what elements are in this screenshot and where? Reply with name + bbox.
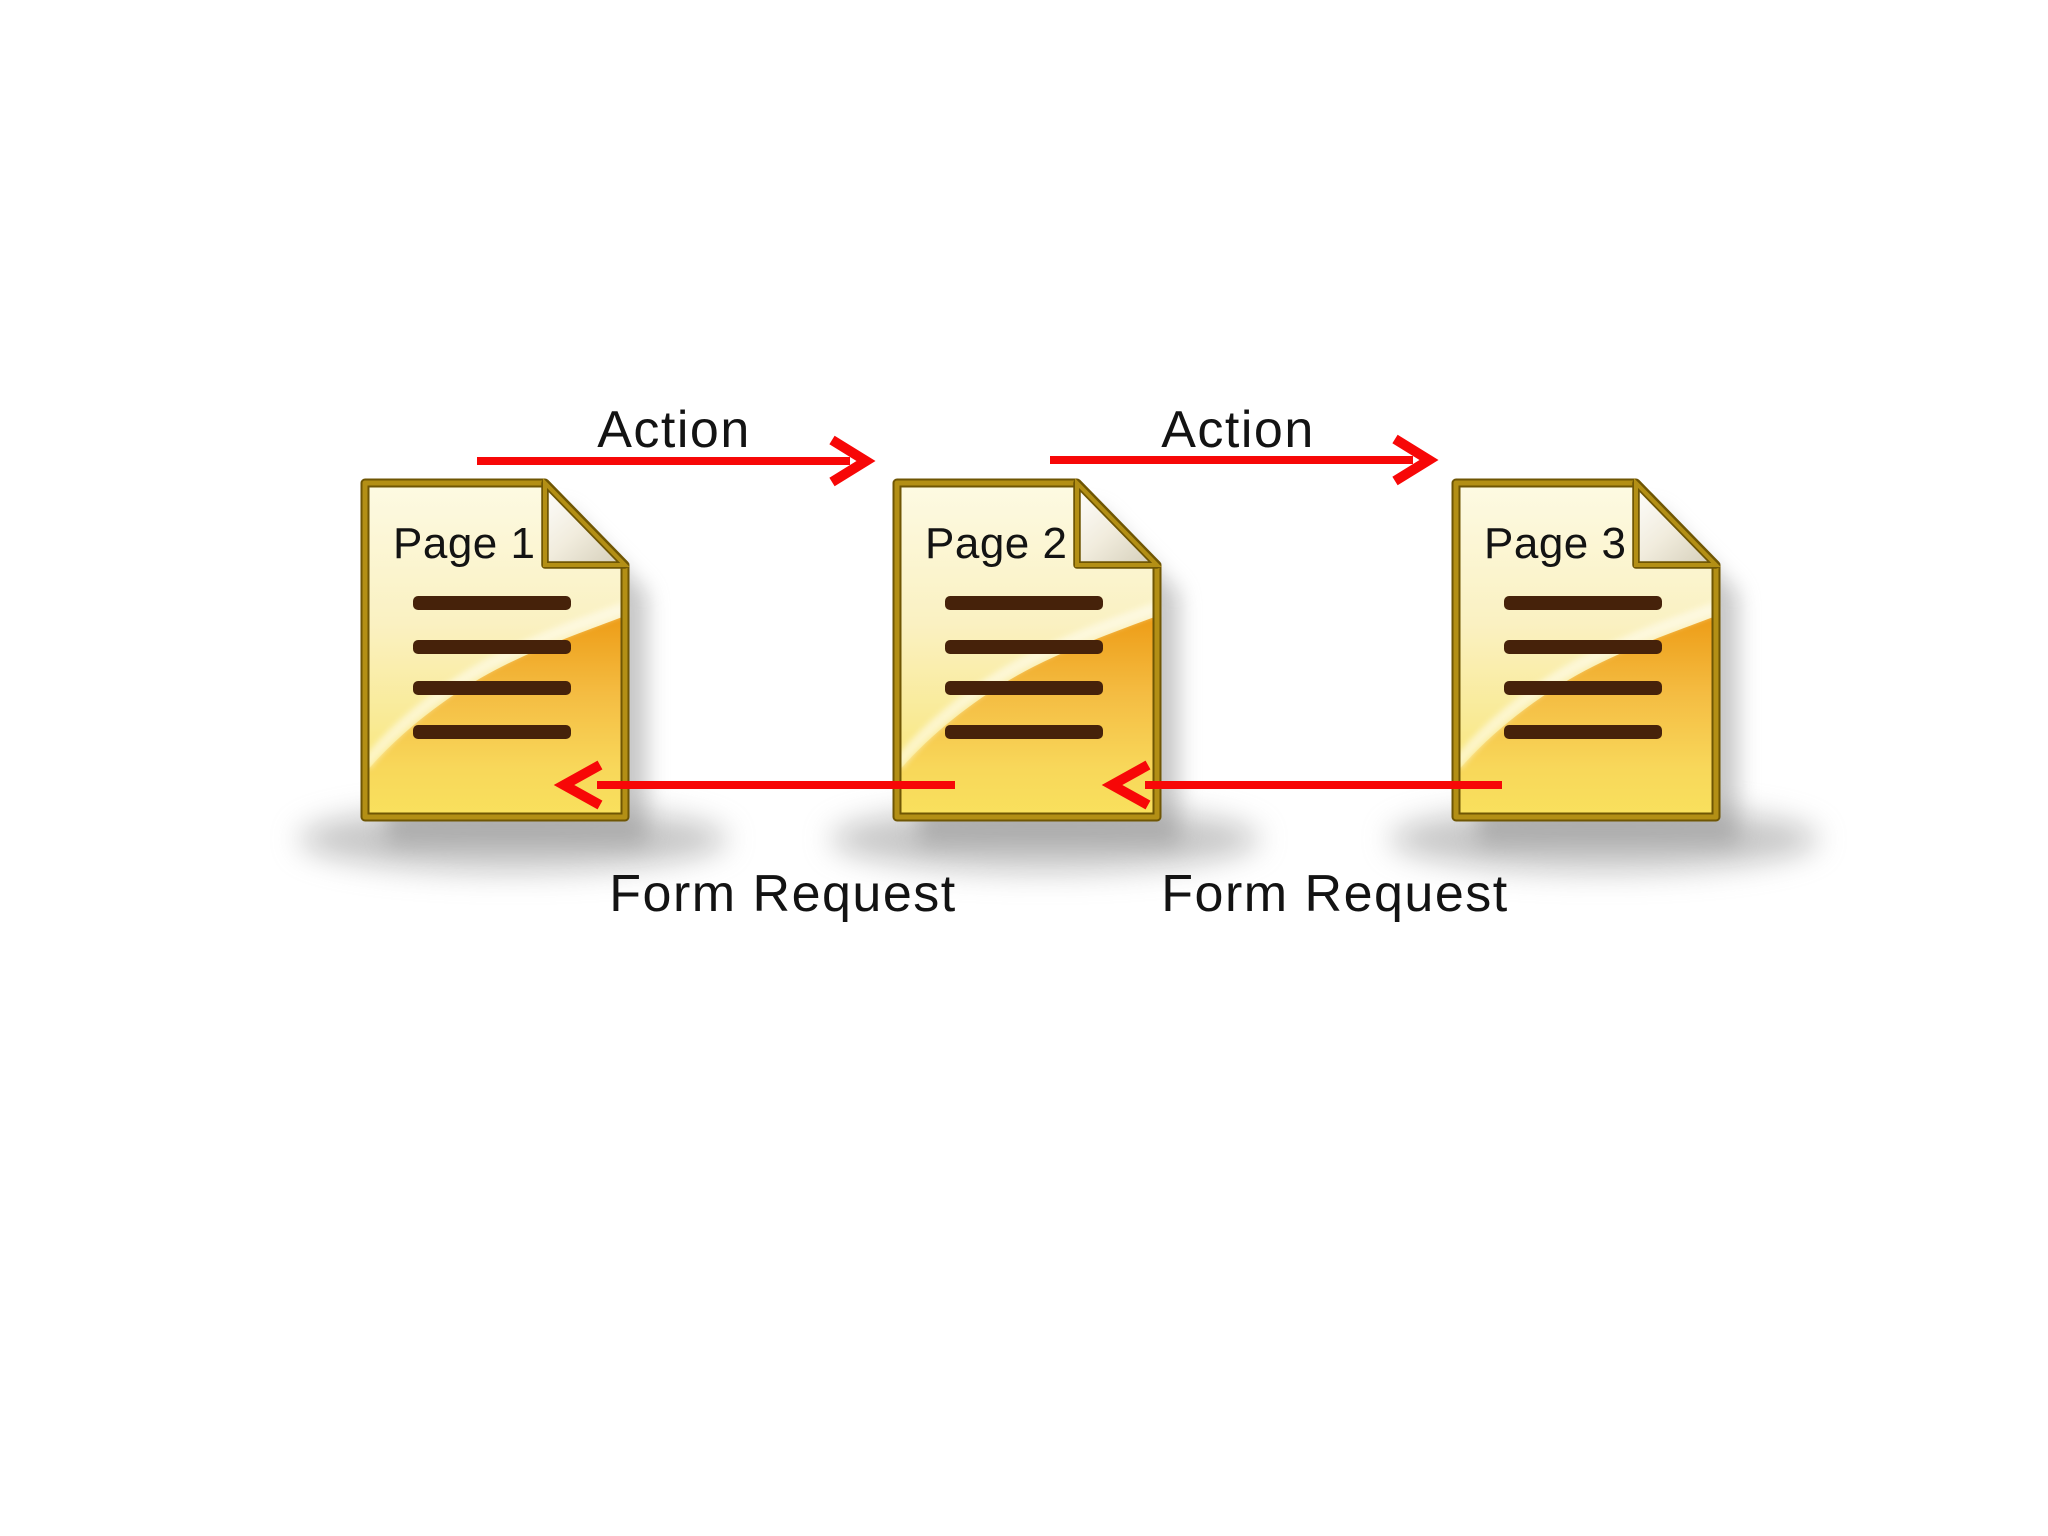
- page-label: Page 3: [1484, 519, 1626, 568]
- arrowhead-left-icon: [1101, 760, 1151, 810]
- form-request-arrow-2: [1101, 760, 1502, 810]
- page-label: Page 1: [393, 519, 535, 568]
- page-label: Page 2: [925, 519, 1067, 568]
- page-icon-1: Page 1: [298, 483, 728, 872]
- action-label-1: Action: [597, 401, 751, 459]
- form-request-arrow-1: [553, 760, 955, 810]
- arrowhead-right-icon: [1392, 434, 1439, 486]
- action-label-2: Action: [1161, 401, 1315, 459]
- form-request-label-1: Form Request: [609, 865, 956, 923]
- action-arrow-1: [477, 435, 876, 487]
- action-arrow-2: [1050, 434, 1439, 486]
- arrowhead-left-icon: [553, 760, 603, 810]
- form-request-label-2: Form Request: [1161, 865, 1508, 923]
- page-icon-3: Page 3: [1389, 483, 1819, 872]
- page-icon-2: Page 2: [830, 483, 1260, 872]
- arrowhead-right-icon: [829, 435, 876, 487]
